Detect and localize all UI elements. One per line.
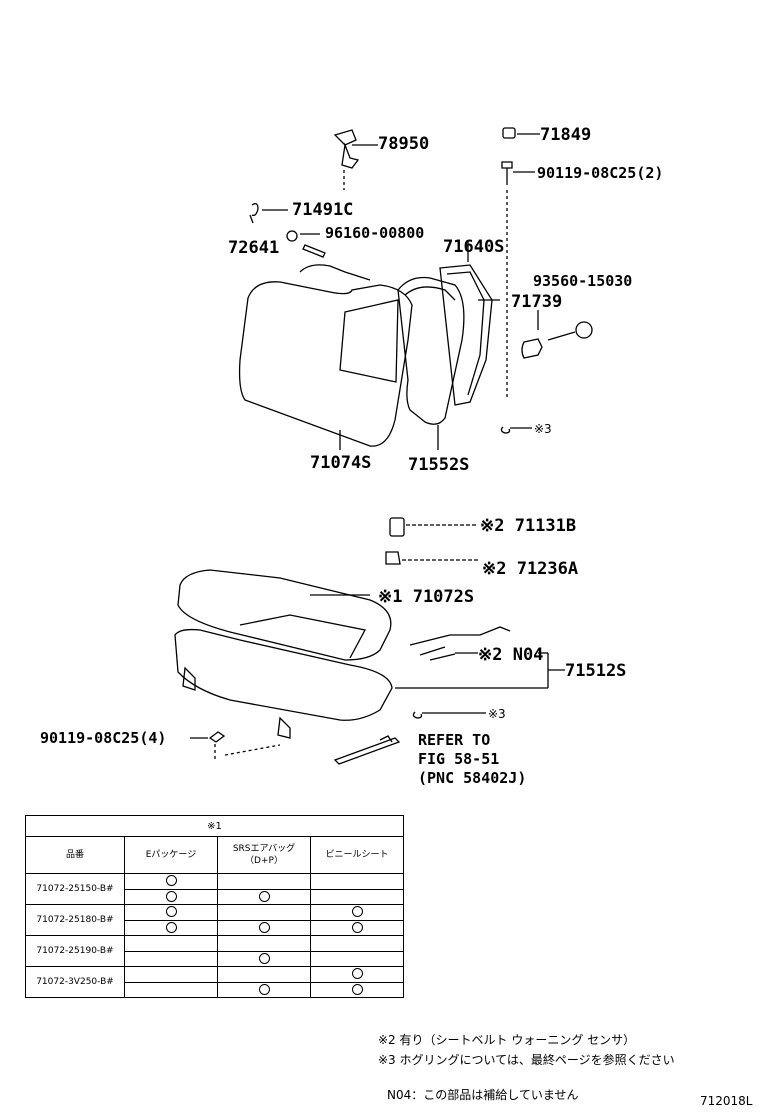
bolt-bottom (190, 731, 281, 760)
pin-part (286, 230, 326, 258)
label-71074s: 71074S (310, 453, 371, 473)
seat-back-pad-part (397, 276, 465, 450)
table-row: 71072-25150-B# (25, 873, 404, 905)
table-cell (124, 950, 218, 967)
label-refer-to: REFER TO (418, 731, 490, 749)
table-cell (310, 919, 404, 936)
cap-part (501, 127, 540, 400)
col-part-number: 品番 (25, 836, 125, 874)
col-e-package: Eパッケージ (124, 836, 218, 874)
label-71640s: 71640S (443, 237, 504, 257)
table-cell (217, 873, 311, 890)
seat-belt-part (333, 735, 401, 765)
table-cell (217, 904, 311, 921)
note-2: ※2 有り（シートベルト ウォーニング センサ） (378, 1033, 636, 1047)
table-cell (217, 935, 311, 952)
table-cell (310, 981, 404, 998)
label-72641: 72641 (228, 238, 279, 258)
table-cell (124, 873, 218, 890)
table-cell (217, 950, 311, 967)
circle-mark-icon (258, 983, 270, 995)
table-title: ※1 (25, 815, 404, 837)
label-mark3-bottom: ※3 (488, 707, 506, 721)
circle-mark-icon (351, 983, 363, 995)
circle-mark-icon (165, 890, 177, 902)
note-n04: N04：この部品は補給していません (387, 1088, 579, 1102)
footnotes: ※2 有り（シートベルト ウォーニング センサ） ※3 ホグリングについては、最… (378, 1030, 675, 1070)
table-row: 71072-25180-B# (25, 904, 404, 936)
label-78950: 78950 (378, 134, 429, 154)
label-n04: ※2 N04 (478, 645, 543, 665)
table-cell (124, 919, 218, 936)
label-mark3-top: ※3 (534, 422, 552, 436)
seat-back-cover-part (238, 264, 413, 450)
table-cell (124, 935, 218, 952)
table-cell (124, 888, 218, 905)
table-cell (124, 904, 218, 921)
circle-mark-icon (258, 890, 270, 902)
table-cell (217, 966, 311, 983)
table-cell (310, 904, 404, 921)
label-71072s: ※1 71072S (378, 587, 474, 607)
table-cell (124, 966, 218, 983)
col-srs-airbag: SRSエアバッグ（D+P） (217, 836, 311, 874)
circle-mark-icon (165, 875, 177, 887)
option-table: ※1 品番 Eパッケージ SRSエアバッグ（D+P） ビニールシート 71072… (25, 815, 404, 998)
circle-mark-icon (165, 906, 177, 918)
seat-back-frame-part (439, 240, 500, 406)
table-cell (310, 888, 404, 905)
label-refer-fig: FIG 58-51 (418, 750, 499, 768)
circle-mark-icon (258, 921, 270, 933)
circle-mark-icon (258, 952, 270, 964)
circle-mark-icon (351, 906, 363, 918)
table-cell (124, 981, 218, 998)
table-cell (310, 950, 404, 967)
label-71491c: 71491C (292, 200, 353, 220)
label-71236a: ※2 71236A (482, 559, 578, 579)
label-96160: 96160-00800 (325, 224, 424, 242)
table-row: 71072-25190-B# (25, 935, 404, 967)
label-90119-top: 90119-08C25(2) (537, 164, 663, 182)
hog-ring-top (500, 426, 532, 434)
cushion-pad-part (521, 310, 593, 359)
table-cell (217, 981, 311, 998)
table-cell (217, 919, 311, 936)
hog-ring-bottom (412, 711, 486, 719)
table-cell (310, 873, 404, 890)
cushion-hooks (385, 517, 478, 565)
label-71739: 71739 (511, 292, 562, 312)
label-93560: 93560-15030 (533, 272, 632, 290)
label-90119-bottom: 90119-08C25(4) (40, 729, 166, 747)
spring-clip-part (249, 203, 288, 224)
seat-cushion-pad-part (174, 628, 393, 739)
label-71512s: 71512S (565, 661, 626, 681)
label-71552s: 71552S (408, 455, 469, 475)
bracket-lines (395, 652, 565, 689)
table-part-number: 71072-25150-B# (25, 873, 125, 905)
table-part-number: 71072-25190-B# (25, 935, 125, 967)
table-cell (217, 888, 311, 905)
note-3: ※3 ホグリングについては、最終ページを参照ください (378, 1053, 675, 1067)
diagram-code: 712018L (700, 1094, 753, 1108)
circle-mark-icon (351, 921, 363, 933)
table-part-number: 71072-3V250-B# (25, 966, 125, 998)
circle-mark-icon (165, 921, 177, 933)
belt-sensor-part (409, 626, 511, 661)
table-cell (310, 966, 404, 983)
table-row: 71072-3V250-B# (25, 966, 404, 998)
table-part-number: 71072-25180-B# (25, 904, 125, 936)
table-row (26, 919, 404, 936)
label-71849: 71849 (540, 125, 591, 145)
table-cell (310, 935, 404, 952)
label-refer-pnc: (PNC 58402J) (418, 769, 526, 787)
seat-cushion-cover-part (177, 569, 392, 661)
col-vinyl-seat: ビニールシート (310, 836, 404, 874)
circle-mark-icon (351, 968, 363, 980)
table-row (26, 981, 404, 998)
label-71131b: ※2 71131B (480, 516, 576, 536)
headrest-support-part (333, 129, 378, 190)
